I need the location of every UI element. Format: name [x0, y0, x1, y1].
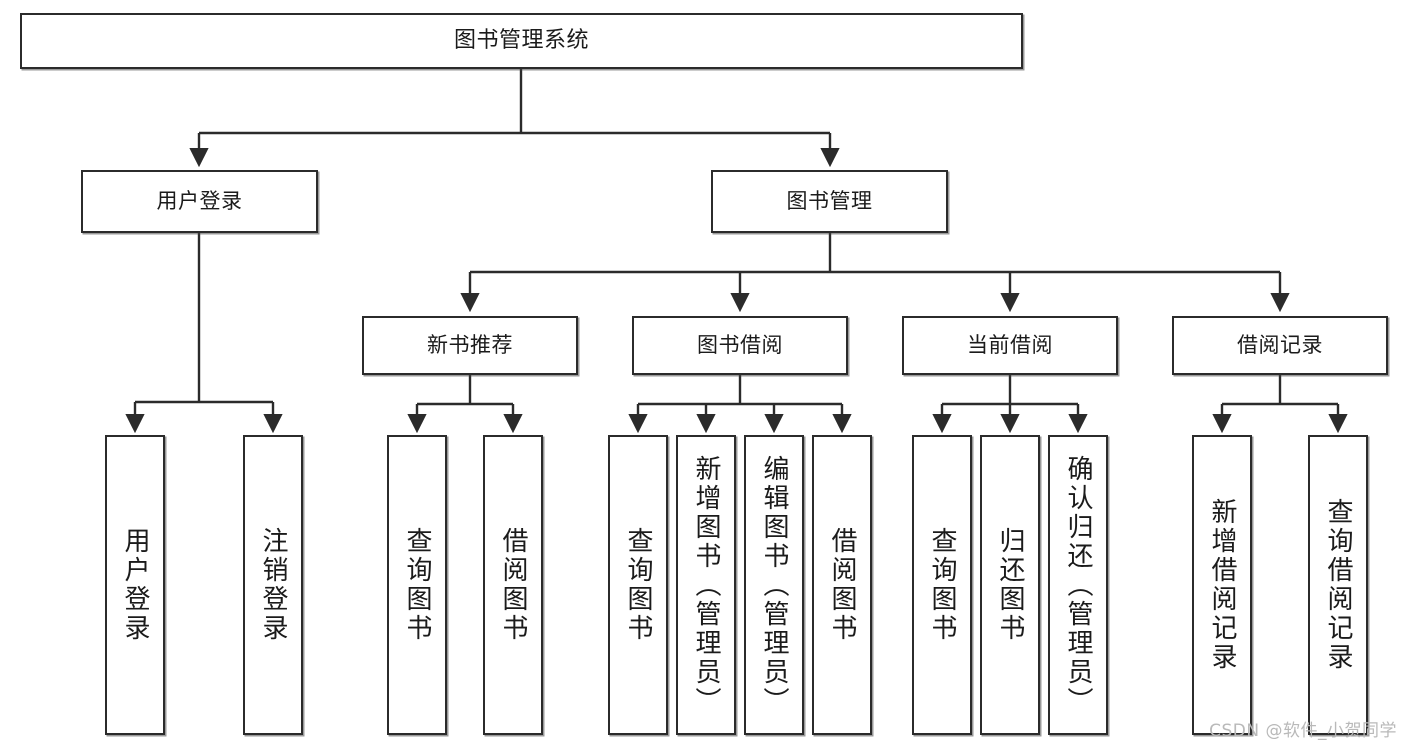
node-leaf-borrow-books-newbook[interactable]: 借阅图书 [483, 435, 543, 735]
node-root-system[interactable]: 图书管理系统 [20, 13, 1023, 69]
node-label: 图书管理系统 [453, 28, 589, 54]
node-label: 借阅图书 [827, 527, 857, 643]
node-leaf-borrow-books[interactable]: 借阅图书 [812, 435, 872, 735]
node-label: 编辑图书（管理员） [759, 454, 789, 716]
node-current-borrow[interactable]: 当前借阅 [902, 316, 1118, 375]
node-leaf-query-borrow-record[interactable]: 查询借阅记录 [1308, 435, 1368, 735]
node-label: 用户登录 [156, 189, 243, 214]
node-label: 新书推荐 [427, 333, 513, 358]
node-leaf-edit-book-admin[interactable]: 编辑图书（管理员） [744, 435, 804, 735]
node-leaf-confirm-return-admin[interactable]: 确认归还（管理员） [1048, 435, 1108, 735]
node-label: 注销登录 [258, 527, 288, 643]
node-label: 当前借阅 [967, 333, 1053, 358]
node-leaf-return-books[interactable]: 归还图书 [980, 435, 1040, 735]
node-leaf-user-login[interactable]: 用户登录 [105, 435, 165, 735]
node-leaf-add-borrow-record[interactable]: 新增借阅记录 [1192, 435, 1252, 735]
node-label: 新增借阅记录 [1207, 498, 1237, 672]
node-leaf-logout[interactable]: 注销登录 [243, 435, 303, 735]
node-label: 查询借阅记录 [1323, 498, 1353, 672]
node-leaf-query-books-newbook[interactable]: 查询图书 [387, 435, 447, 735]
node-book-borrow[interactable]: 图书借阅 [632, 316, 848, 375]
node-label: 查询图书 [927, 527, 957, 643]
node-leaf-add-book-admin[interactable]: 新增图书（管理员） [676, 435, 736, 735]
node-label: 图书管理 [786, 189, 873, 214]
node-label: 借阅图书 [498, 527, 528, 643]
node-label: 查询图书 [623, 527, 653, 643]
node-borrow-records[interactable]: 借阅记录 [1172, 316, 1388, 375]
node-label: 查询图书 [402, 527, 432, 643]
node-user-login[interactable]: 用户登录 [81, 170, 318, 233]
node-label: 确认归还（管理员） [1063, 454, 1093, 716]
node-label: 图书借阅 [697, 333, 783, 358]
node-book-management[interactable]: 图书管理 [711, 170, 948, 233]
node-label: 用户登录 [120, 527, 150, 643]
node-leaf-query-books-current[interactable]: 查询图书 [912, 435, 972, 735]
watermark: CSDN @软件_小贺同学 [1209, 721, 1397, 741]
node-label: 新增图书（管理员） [691, 454, 721, 716]
node-label: 归还图书 [995, 527, 1025, 643]
node-label: 借阅记录 [1237, 333, 1323, 358]
node-new-book-recommend[interactable]: 新书推荐 [362, 316, 578, 375]
node-leaf-query-books-borrow[interactable]: 查询图书 [608, 435, 668, 735]
